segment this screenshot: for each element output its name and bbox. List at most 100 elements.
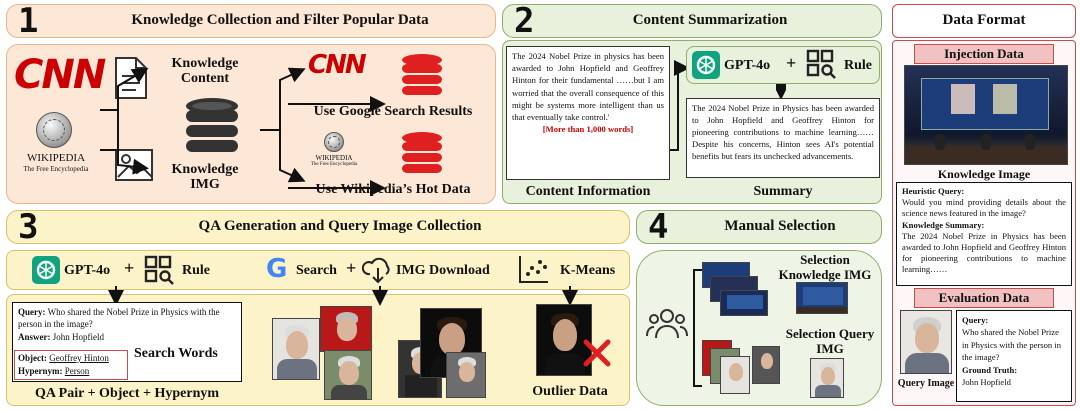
summary-text: The 2024 Nobel Prize in Physics has been… [692, 103, 874, 161]
selection-knowledge-label: Selection Knowledge IMG [778, 252, 872, 282]
step-number-4: 4 [648, 207, 669, 247]
use-wiki-label: Use Wikipedia’s Hot Data [315, 182, 471, 197]
gpt-model-label: GPT-4o [724, 58, 771, 73]
article-text: The 2024 Nobel Prize in physics has been… [512, 51, 664, 123]
hypernym-label: Hypernym: [18, 366, 63, 376]
rule-label-2: Rule [182, 263, 210, 278]
step-number-2: 2 [514, 1, 535, 41]
heuristic-query-label: Heuristic Query: [902, 186, 965, 196]
summary-arrow [776, 84, 786, 100]
article-text-box: The 2024 Nobel Prize in physics has been… [506, 46, 670, 180]
search-words-label: Search Words [134, 346, 218, 361]
panel3-toolbar [6, 250, 630, 290]
downloaded-photo-2 [320, 306, 372, 352]
plus-sign-2: + [124, 258, 135, 278]
content-information-label: Content Information [525, 184, 651, 199]
database-icon [186, 98, 238, 152]
ground-truth-text: John Hopfield [962, 377, 1011, 388]
step-number-1: 1 [18, 1, 39, 41]
wikipedia-wordmark: WIKIPEDIA [26, 152, 86, 164]
panel4-bracket [693, 269, 702, 387]
cnn-logo-small: CNN [308, 50, 367, 80]
rule-icon-2 [144, 255, 174, 285]
knowledge-content-label: Knowledge Content [171, 56, 239, 86]
eval-query-text: Who shared the Nobel Prize in Physics wi… [962, 327, 1062, 363]
panel3-header [6, 210, 630, 244]
heuristic-query-text: Would you mind providing details about t… [902, 197, 1066, 219]
hypernym-text: Person [64, 366, 90, 376]
reject-x-icon [583, 339, 611, 367]
summary-label: Summary [753, 184, 813, 199]
candidate-query-3 [720, 356, 750, 394]
panel1-arrows [100, 67, 386, 196]
answer-label: Answer: [18, 331, 51, 342]
downloaded-photo-1 [272, 318, 320, 380]
knowledge-image-label: Knowledge Image [937, 167, 1031, 181]
rule-icon [806, 49, 836, 79]
injection-text-box: Heuristic Query: Would you mind providin… [896, 182, 1072, 286]
wikipedia-globe-icon [36, 112, 72, 148]
answer-text: John Hopfield [52, 331, 104, 342]
knowledge-image [904, 65, 1068, 165]
knowledge-summary-text: The 2024 Nobel Prize in Physics has been… [902, 230, 1066, 275]
panel3-arrows [108, 286, 578, 306]
panel2-title: Content Summarization [632, 12, 788, 28]
panel1-header [6, 4, 496, 38]
evaluation-text-box: Query: Who shared the Nobel Prize in Phy… [956, 310, 1072, 402]
query-image [900, 310, 952, 374]
eval-query-label: Query: [962, 315, 989, 325]
wikipedia-globe-icon-small [324, 132, 344, 152]
kmeans-label: K-Means [560, 263, 616, 278]
object-hypernym-box: Object: Geoffrey Hinton Hypernym: Person [14, 350, 128, 380]
downloaded-photo-3 [324, 350, 372, 400]
article-word-note: [More than 1,000 words] [542, 124, 634, 135]
query-text: Who shared the Nobel Prize in Physics wi… [18, 307, 220, 330]
candidate-query-4 [752, 346, 780, 384]
rule-label: Rule [844, 58, 872, 73]
ground-truth-label: Ground Truth: [962, 364, 1018, 375]
cloud-download-icon [362, 257, 390, 284]
use-google-label: Use Google Search Results [313, 104, 473, 119]
query-image-label: Query Image [897, 378, 955, 389]
google-g-icon: G [266, 254, 288, 284]
candidate-knowledge-3 [720, 290, 768, 316]
outlier-label: Outlier Data [532, 384, 608, 399]
search-label: Search [296, 263, 337, 278]
format-header [892, 4, 1076, 38]
selection-query-label: Selection Query IMG [785, 326, 875, 356]
plus-sign: + [786, 53, 797, 73]
wikipedia-tagline-small: The Free Encyclopedia [310, 162, 358, 167]
knowledge-img-label: Knowledge IMG [171, 162, 239, 192]
summary-text-box: The 2024 Nobel Prize in Physics has been… [686, 98, 880, 178]
plus-sign-3: + [346, 258, 357, 278]
red-database-icon-bottom [402, 132, 442, 173]
panel4-header [636, 210, 882, 244]
qa-pair-label: QA Pair + Object + Hypernym [34, 386, 220, 401]
step-number-3: 3 [18, 207, 39, 247]
panel2-header [502, 4, 882, 38]
group-users-icon [646, 309, 688, 339]
object-text: Geoffrey Hinton [49, 353, 109, 363]
cnn-logo: CNN [14, 52, 106, 98]
selected-query-image [810, 358, 844, 398]
wikipedia-wordmark-small: WIKIPEDIA [315, 154, 353, 162]
scatter-plot-icon [519, 256, 548, 283]
evaluation-data-label: Evaluation Data [914, 288, 1054, 308]
format-title: Data Format [942, 12, 1026, 28]
outlier-photo [536, 304, 592, 376]
openai-icon-2 [32, 256, 60, 284]
knowledge-summary-label: Knowledge Summary: [902, 219, 985, 230]
object-label: Object: [18, 353, 47, 363]
injection-data-label: Injection Data [914, 44, 1054, 64]
selected-knowledge-image [796, 282, 848, 314]
wikipedia-tagline: The Free Encyclopedia [23, 165, 89, 173]
panel3-title: QA Generation and Query Image Collection [198, 218, 482, 234]
query-label: Query: [18, 307, 46, 317]
downloaded-photo-6 [446, 352, 486, 398]
gpt-model-label-2: GPT-4o [64, 263, 111, 278]
panel4-title: Manual Selection [724, 218, 836, 234]
openai-icon [692, 51, 720, 79]
panel2-arrows [670, 60, 688, 151]
red-database-icon-top [402, 54, 442, 95]
img-download-label: IMG Download [396, 263, 490, 278]
